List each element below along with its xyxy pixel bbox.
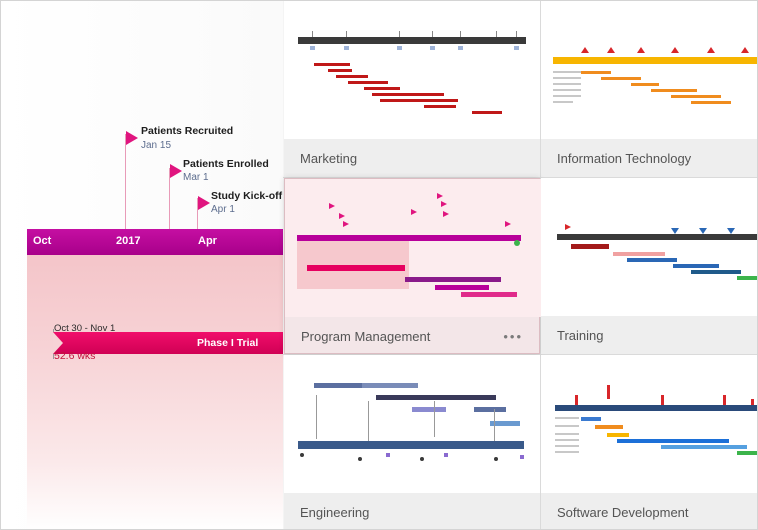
task-dates: Oct 30 - Nov 1 bbox=[54, 323, 116, 334]
template-thumbnail bbox=[541, 355, 757, 493]
template-preview: Patients Recruited Jan 15 Patients Enrol… bbox=[1, 1, 283, 529]
template-thumbnail bbox=[285, 179, 541, 317]
milestone-stem bbox=[169, 168, 170, 229]
template-thumbnail bbox=[284, 1, 540, 139]
template-caption: Program Management bbox=[301, 329, 431, 344]
marketing-timeline-graphic bbox=[298, 31, 526, 114]
more-options-button[interactable]: ••• bbox=[503, 329, 523, 344]
template-thumbnail bbox=[541, 178, 757, 316]
milestone-stem bbox=[197, 198, 198, 229]
milestone-title: Patients Recruited bbox=[141, 125, 234, 137]
milestone-title: Patients Enrolled bbox=[183, 158, 269, 170]
task-bar bbox=[53, 332, 283, 354]
task-label: Phase I Trial bbox=[197, 337, 259, 349]
template-caption: Training bbox=[557, 328, 604, 343]
template-thumbnail bbox=[541, 1, 757, 139]
template-tile-information-technology[interactable]: Information Technology bbox=[541, 1, 757, 177]
scale-label: Apr bbox=[198, 235, 217, 247]
milestone-flag-icon bbox=[126, 131, 138, 145]
template-tile-training[interactable]: Training bbox=[541, 178, 757, 354]
preview-shaded-region bbox=[27, 255, 283, 529]
milestone-flag-icon bbox=[170, 164, 182, 178]
template-caption: Marketing bbox=[300, 151, 358, 166]
template-tile-software-development[interactable]: Software Development bbox=[541, 355, 757, 529]
template-caption: Software Development bbox=[557, 505, 689, 520]
template-tile-program-management[interactable]: Program Management ••• bbox=[284, 178, 541, 354]
milestone-date: Jan 15 bbox=[141, 140, 172, 151]
template-caption: Engineering bbox=[300, 505, 370, 520]
milestone-date: Mar 1 bbox=[183, 172, 209, 183]
template-thumbnail bbox=[284, 355, 540, 493]
task-duration: 52.6 wks bbox=[54, 350, 96, 362]
timescale-bar: Oct 2017 Apr bbox=[27, 229, 283, 255]
it-timeline-graphic bbox=[553, 47, 757, 104]
template-tile-engineering[interactable]: Engineering bbox=[284, 355, 540, 529]
milestone-title: Study Kick-off bbox=[211, 190, 283, 202]
program-management-timeline-graphic bbox=[297, 193, 521, 297]
engineering-timeline-graphic bbox=[298, 383, 524, 461]
scale-label: 2017 bbox=[116, 235, 141, 247]
milestone-stem bbox=[125, 134, 126, 229]
training-timeline-graphic bbox=[557, 224, 757, 280]
task-bar-notch bbox=[53, 332, 63, 354]
template-tile-marketing[interactable]: Marketing bbox=[284, 1, 540, 177]
scale-label: Oct bbox=[33, 235, 52, 247]
row-divider bbox=[283, 354, 757, 355]
milestone-flag-icon bbox=[198, 196, 210, 210]
milestone-date: Apr 1 bbox=[211, 204, 235, 215]
template-caption: Information Technology bbox=[557, 151, 692, 166]
row-divider bbox=[283, 177, 757, 178]
software-development-timeline-graphic bbox=[555, 385, 757, 455]
